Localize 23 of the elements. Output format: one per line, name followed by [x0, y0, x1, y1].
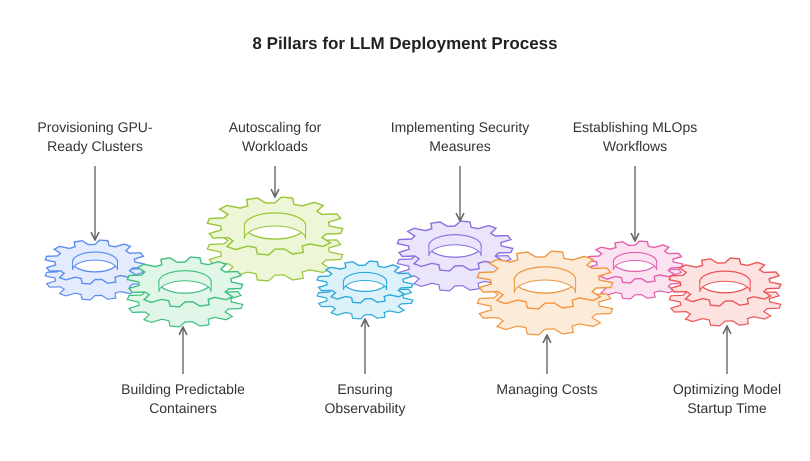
arrow — [360, 318, 370, 374]
arrow — [178, 326, 188, 374]
gear-drawing — [43, 238, 147, 302]
gear-drawing — [475, 249, 615, 337]
pillar-label: Provisioning GPU-Ready Clusters — [20, 118, 170, 156]
diagram-title: 8 Pillars for LLM Deployment Process — [251, 34, 559, 54]
pillar-label: Managing Costs — [482, 380, 612, 399]
arrow — [455, 166, 465, 222]
pillar-label: Autoscaling for Workloads — [210, 118, 340, 156]
pillar-label: Implementing Security Measures — [385, 118, 535, 156]
pillar-label: Optimizing Model Startup Time — [652, 380, 802, 418]
gear-drawing — [125, 255, 245, 329]
pillar-label: Establishing MLOps Workflows — [560, 118, 710, 156]
arrow — [542, 334, 552, 374]
arrow — [722, 325, 732, 374]
gear-drawing — [205, 195, 345, 283]
pillar-label: Ensuring Observability — [300, 380, 430, 418]
gear-drawing — [667, 256, 783, 328]
gear-drawing — [315, 259, 415, 321]
arrow — [270, 166, 280, 198]
arrow — [630, 166, 640, 242]
arrow — [90, 166, 100, 241]
pillar-label: Building Predictable Containers — [108, 380, 258, 418]
